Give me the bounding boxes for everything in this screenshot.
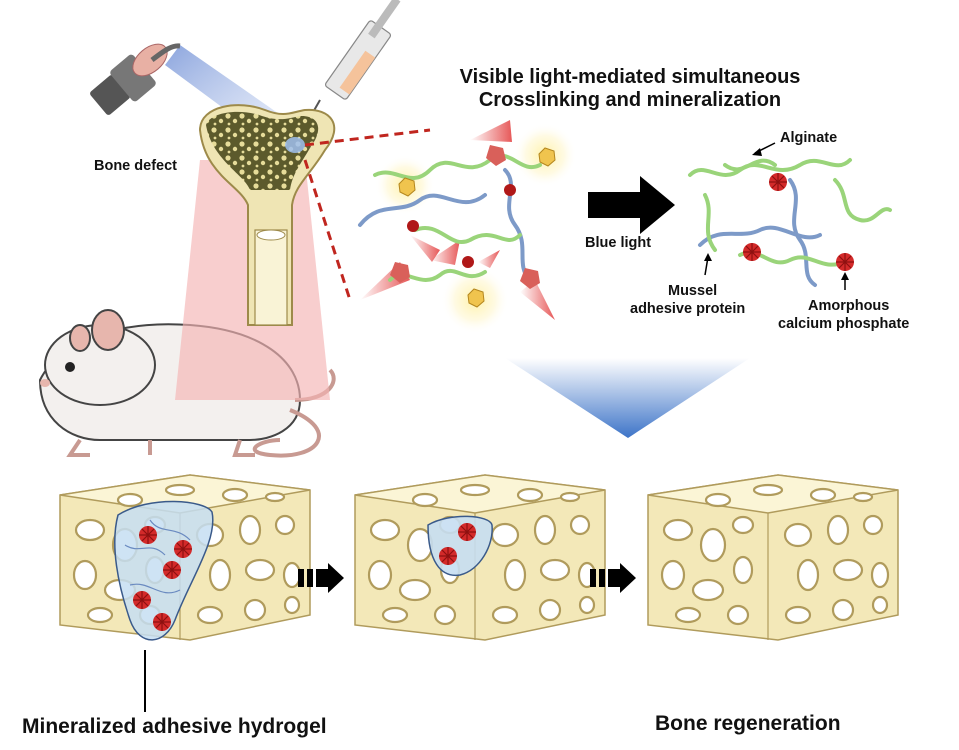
acp-label-line-1: Amorphous <box>808 298 890 314</box>
diagram-title: Visible light-mediated simultaneous Cros… <box>430 66 830 112</box>
left-molecular-panel <box>358 120 577 334</box>
mussel-label-line-1: Mussel <box>668 283 718 299</box>
femur-bone <box>198 104 336 326</box>
alginate-label: Alginate <box>780 130 838 146</box>
zoom-lines <box>303 128 431 301</box>
bone-block-2 <box>353 473 607 642</box>
acp-label-line-2: calcium phosphate <box>778 316 910 332</box>
mussel-label-line-2: adhesive protein <box>630 301 746 317</box>
right-molecular-panel <box>688 142 892 290</box>
bone-regeneration-label: Bone regeneration <box>655 712 841 735</box>
blue-light-label: Blue light <box>585 235 652 251</box>
bone-defect-label: Bone defect <box>94 158 177 174</box>
blue-light-arrow <box>588 176 675 234</box>
title-line-1: Visible light-mediated simultaneous <box>459 66 801 88</box>
title-line-2: Crosslinking and mineralization <box>478 89 782 111</box>
bone-block-1 <box>58 473 312 712</box>
bone-block-3 <box>646 473 900 642</box>
hydrogel-label: Mineralized adhesive hydrogel <box>22 715 327 738</box>
big-down-arrow <box>505 358 750 438</box>
syringe <box>299 0 401 136</box>
